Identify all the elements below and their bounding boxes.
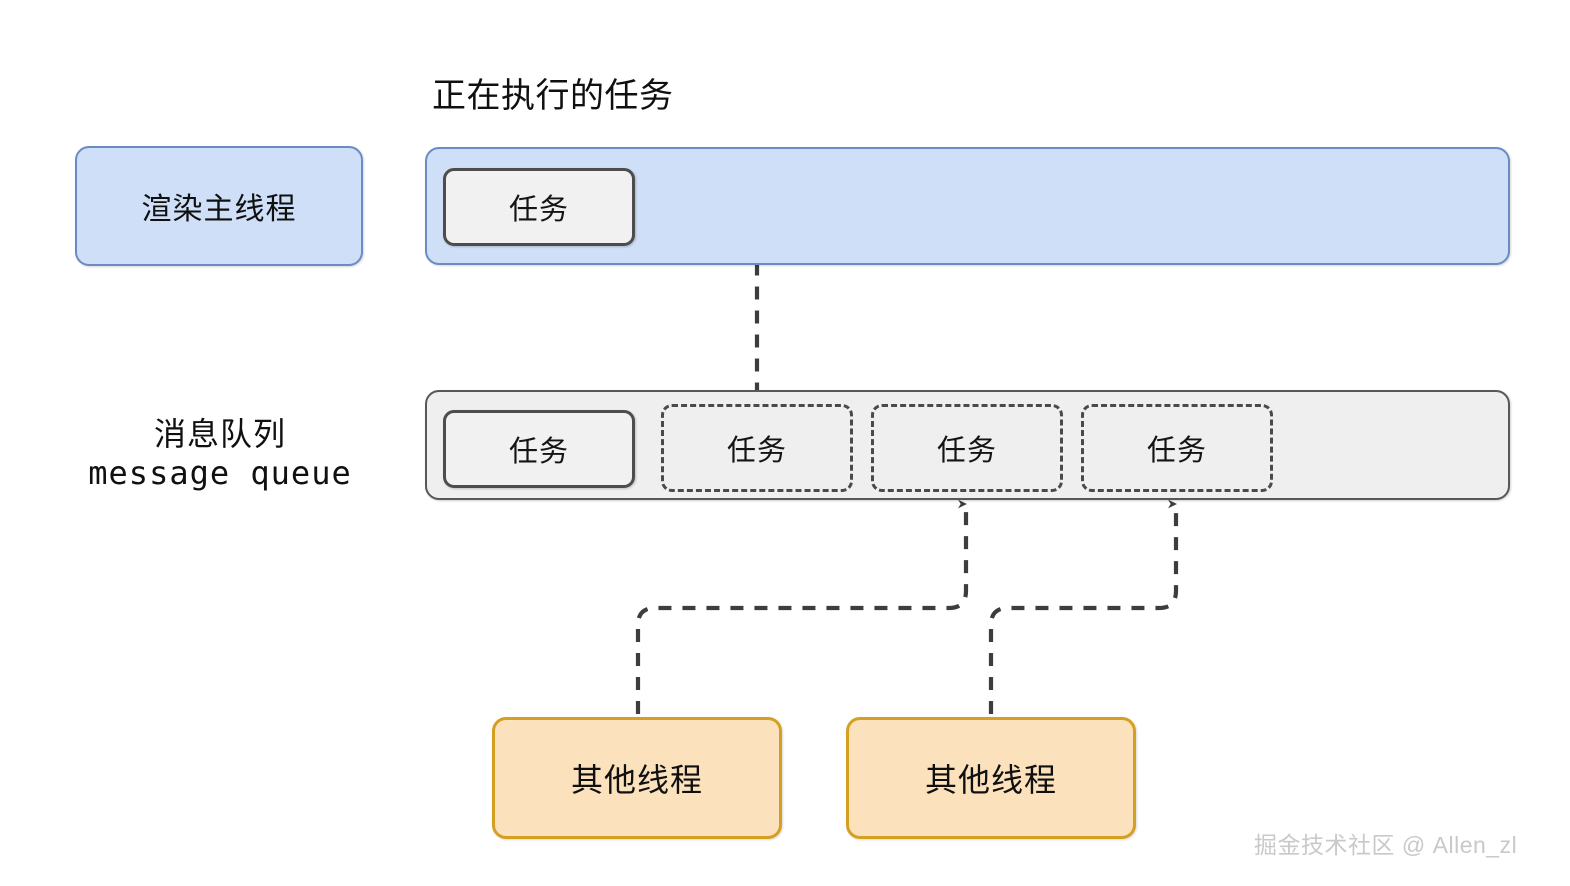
message-queue-label-cn: 消息队列 — [153, 416, 286, 452]
queue-task-chip-2[interactable]: 任务 — [661, 404, 853, 492]
queue-task-chip-4[interactable]: 任务 — [1081, 404, 1273, 492]
connector-thread-1-to-queue — [635, 499, 969, 714]
message-queue-label: 消息队列 message queue — [20, 415, 420, 493]
other-thread-box-1[interactable]: 其他线程 — [492, 717, 782, 839]
queue-task-chip-1[interactable]: 任务 — [443, 410, 635, 488]
other-thread-box-2[interactable]: 其他线程 — [846, 717, 1136, 839]
connector-thread-2-to-queue — [988, 499, 1179, 714]
page-title: 正在执行的任务 — [432, 77, 674, 115]
message-queue-label-en: message queue — [88, 454, 352, 493]
main-thread-label: 渲染主线程 — [75, 146, 363, 266]
queue-task-chip-3[interactable]: 任务 — [871, 404, 1063, 492]
watermark: 掘金技术社区 @ Allen_zl — [1254, 832, 1518, 858]
running-task-chip[interactable]: 任务 — [443, 168, 635, 246]
